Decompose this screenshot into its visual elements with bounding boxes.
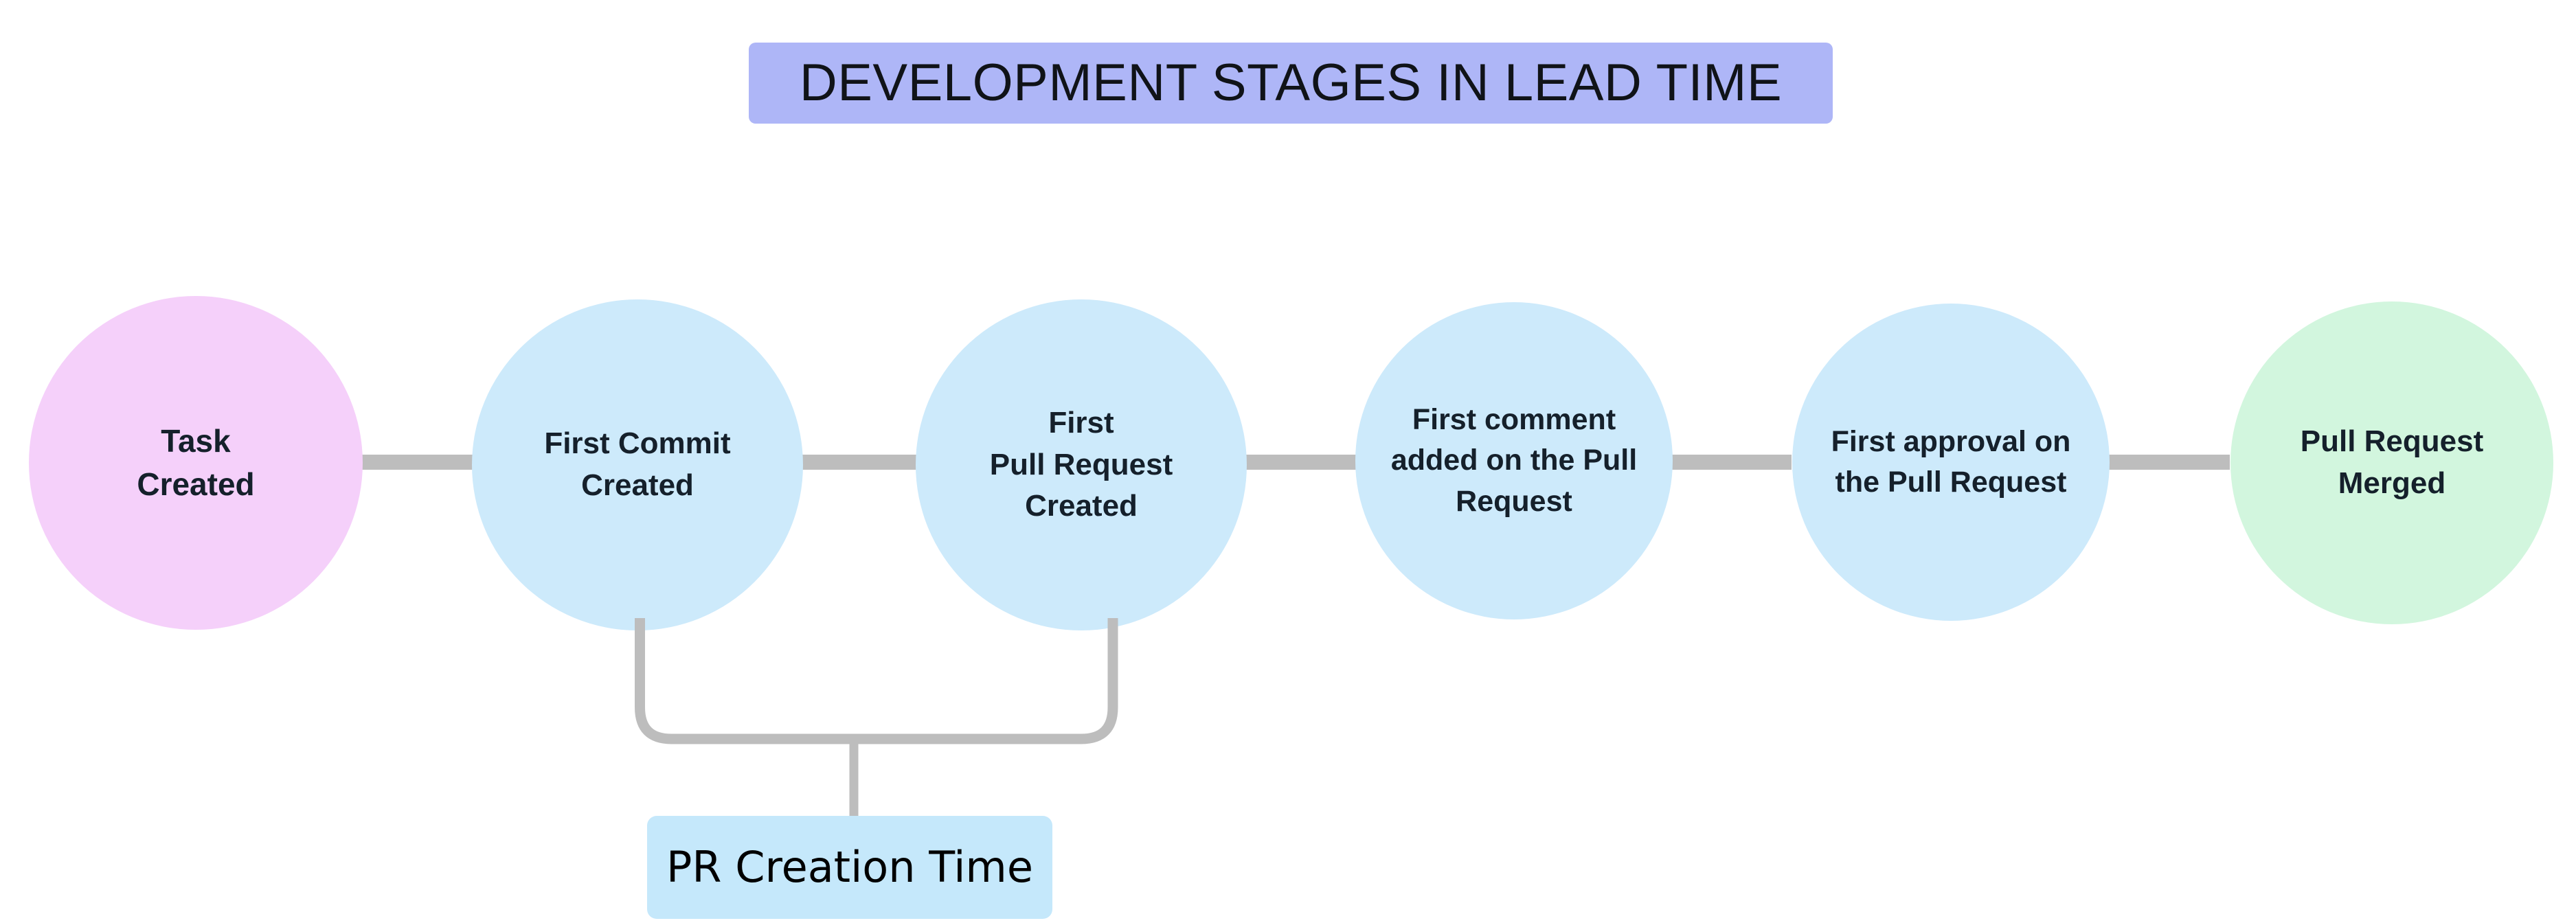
bracket-path xyxy=(635,618,1118,744)
stage-node-task-created[interactable]: Task Created xyxy=(29,296,363,630)
stage-node-label-pull-request-merged: Pull Request Merged xyxy=(2300,424,2484,500)
stage-node-label-first-comment-added: First comment added on the Pull Request xyxy=(1390,403,1638,518)
stage-node-first-comment-added[interactable]: First comment added on the Pull Request xyxy=(1355,302,1673,619)
pr-creation-time-label-text: PR Creation Time xyxy=(666,842,1033,892)
connector-link-2 xyxy=(802,455,916,470)
stage-node-pull-request-merged[interactable]: Pull Request Merged xyxy=(2230,301,2553,624)
stage-node-label-first-commit-created: First Commit Created xyxy=(544,426,731,502)
pr-creation-time-bracket xyxy=(635,618,1118,824)
connector-link-3 xyxy=(1245,455,1356,470)
pr-creation-time-label: PR Creation Time xyxy=(647,816,1052,919)
connector-link-1 xyxy=(362,455,473,470)
connector-link-5 xyxy=(2108,455,2230,470)
page-title-text: DEVELOPMENT STAGES IN LEAD TIME xyxy=(799,54,1783,112)
stage-node-label-first-pull-request-created: First Pull Request Created xyxy=(989,405,1173,523)
connector-link-4 xyxy=(1671,455,1792,470)
stage-node-label-first-approval: First approval on the Pull Request xyxy=(1831,424,2071,499)
stage-node-first-approval[interactable]: First approval on the Pull Request xyxy=(1792,304,2110,621)
page-title: DEVELOPMENT STAGES IN LEAD TIME xyxy=(749,43,1833,124)
stage-node-first-pull-request-created[interactable]: First Pull Request Created xyxy=(916,299,1247,630)
stage-node-label-task-created: Task Created xyxy=(137,422,255,502)
stage-node-first-commit-created[interactable]: First Commit Created xyxy=(472,299,803,630)
